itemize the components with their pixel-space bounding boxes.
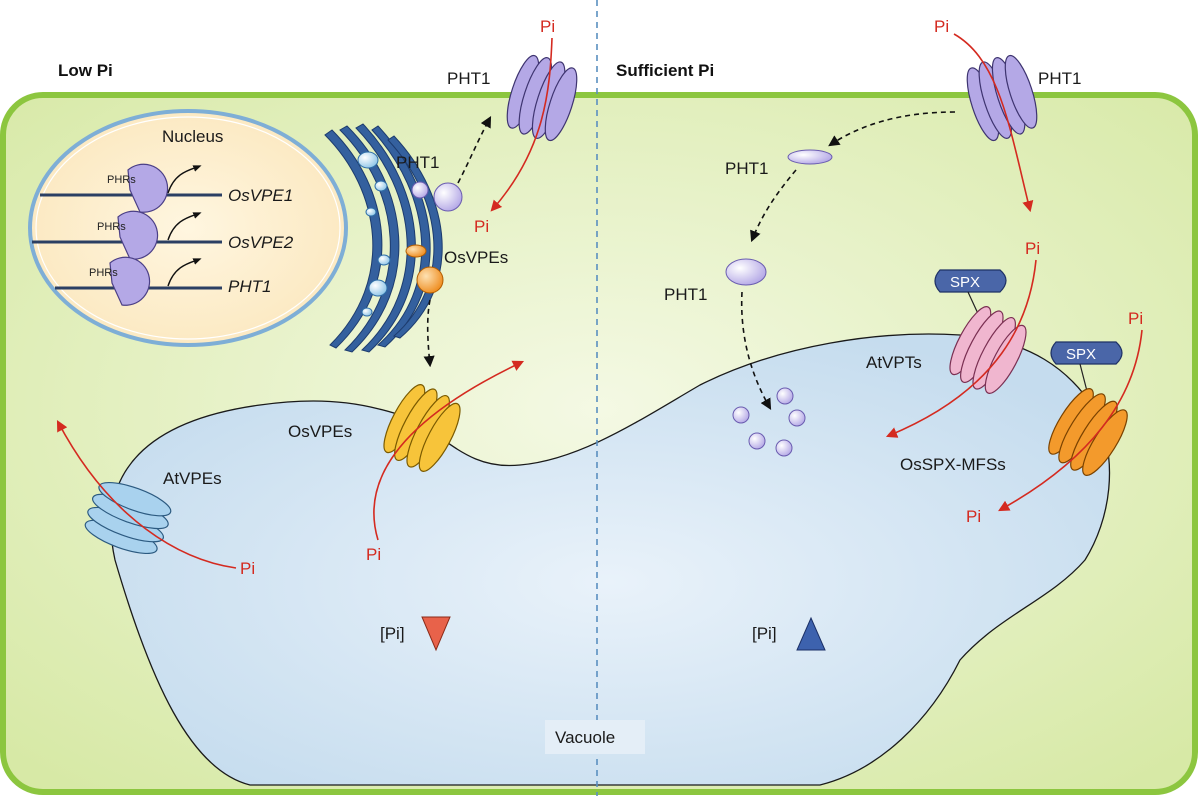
spx-label-2: SPX	[1066, 346, 1096, 363]
phrs-protein-icon	[117, 210, 159, 260]
pht1-vesicle	[433, 182, 463, 212]
atvpes-transporter-label: AtVPEs	[163, 469, 222, 488]
pht1-endocytosed-label-1: PHT1	[725, 159, 768, 178]
phrs-label: PHRs	[97, 221, 126, 233]
pi-influx-arrow-atvpts	[885, 259, 1037, 438]
atvpts-label: AtVPTs	[866, 353, 922, 372]
pi-uptake-arrow-left	[490, 37, 553, 212]
osspx-mfss-label: OsSPX-MFSs	[900, 455, 1006, 474]
spx-domain-1	[934, 269, 1007, 293]
gene-row-osvpe1: PHRs OsVPE1	[40, 163, 293, 213]
pht1-vesicles-label-left: PHT1	[396, 153, 439, 172]
vacuole-label: Vacuole	[555, 728, 615, 747]
gene-row-pht1: PHRs PHT1	[55, 256, 271, 306]
osvpes-vesicle	[405, 244, 427, 258]
pht1-endocytosed-label-2: PHT1	[664, 285, 707, 304]
transcription-arrow	[167, 212, 202, 241]
endocytosis-arrow-2	[750, 169, 797, 243]
increase-triangle-icon	[796, 616, 826, 651]
er-vesicles	[357, 151, 391, 317]
transcription-arrow	[167, 165, 202, 194]
phrs-protein-icon	[127, 163, 169, 213]
nucleus	[28, 109, 348, 347]
decrease-triangle-icon	[421, 616, 451, 652]
pht1-endocytic-vesicle	[725, 258, 767, 286]
pi-label-pht1-right-in: Pi	[934, 17, 949, 36]
spx-label-1: SPX	[950, 274, 980, 291]
nucleus-title: Nucleus	[162, 127, 223, 146]
pi-label-pht1-left-in: Pi	[540, 17, 555, 36]
pi-label-osspx-in: Pi	[1128, 309, 1143, 328]
pht1-vesicle	[411, 181, 429, 199]
pi-label-atvpes-in: Pi	[240, 559, 255, 578]
phrs-label: PHRs	[89, 267, 118, 279]
spx-domain-2	[1050, 341, 1123, 365]
vacuole-body	[110, 333, 1111, 786]
gene-label-pht1: PHT1	[228, 277, 271, 296]
osvpes-transporter-label: OsVPEs	[288, 422, 352, 441]
pht1-label-right: PHT1	[1038, 69, 1081, 88]
pht1-label-left: PHT1	[447, 69, 490, 88]
gene-label-osvpe2: OsVPE2	[228, 233, 294, 252]
pi-concentration-high-label: [Pi]	[752, 624, 777, 643]
pi-efflux-arrow-atvpes	[56, 420, 237, 569]
degraded-pht1-particles	[732, 387, 806, 457]
vacuole-label-box	[545, 720, 645, 754]
panel-title-sufficient-pi: Sufficient Pi	[616, 61, 714, 80]
panel-title-low-pi: Low Pi	[58, 61, 113, 80]
transcription-arrow	[167, 258, 202, 287]
gene-row-osvpe2: PHRs OsVPE2	[32, 210, 294, 260]
pi-arrow-osspx	[998, 329, 1143, 512]
pi-label-osspx-out: Pi	[966, 507, 981, 526]
phrs-protein-icon	[109, 256, 151, 306]
pi-concentration-low-label: [Pi]	[380, 624, 405, 643]
pi-label-osvpes-in: Pi	[366, 545, 381, 564]
pi-uptake-arrow-right	[953, 33, 1034, 213]
pi-label-pht1-left-out: Pi	[474, 217, 489, 236]
pi-efflux-arrow-osvpes	[373, 360, 525, 541]
pht1-endocytic-vesicle-flat	[787, 149, 833, 165]
trafficking-arrow-to-pm	[457, 116, 492, 184]
osvpes-vesicles-label: OsVPEs	[444, 248, 508, 267]
pi-label-atvpts-in: Pi	[1025, 239, 1040, 258]
endocytosis-arrow-1	[828, 111, 956, 147]
gene-label-osvpe1: OsVPE1	[228, 186, 293, 205]
osvpes-vesicle	[416, 266, 444, 294]
phrs-label: PHRs	[107, 174, 136, 186]
degradation-arrow	[740, 291, 772, 410]
